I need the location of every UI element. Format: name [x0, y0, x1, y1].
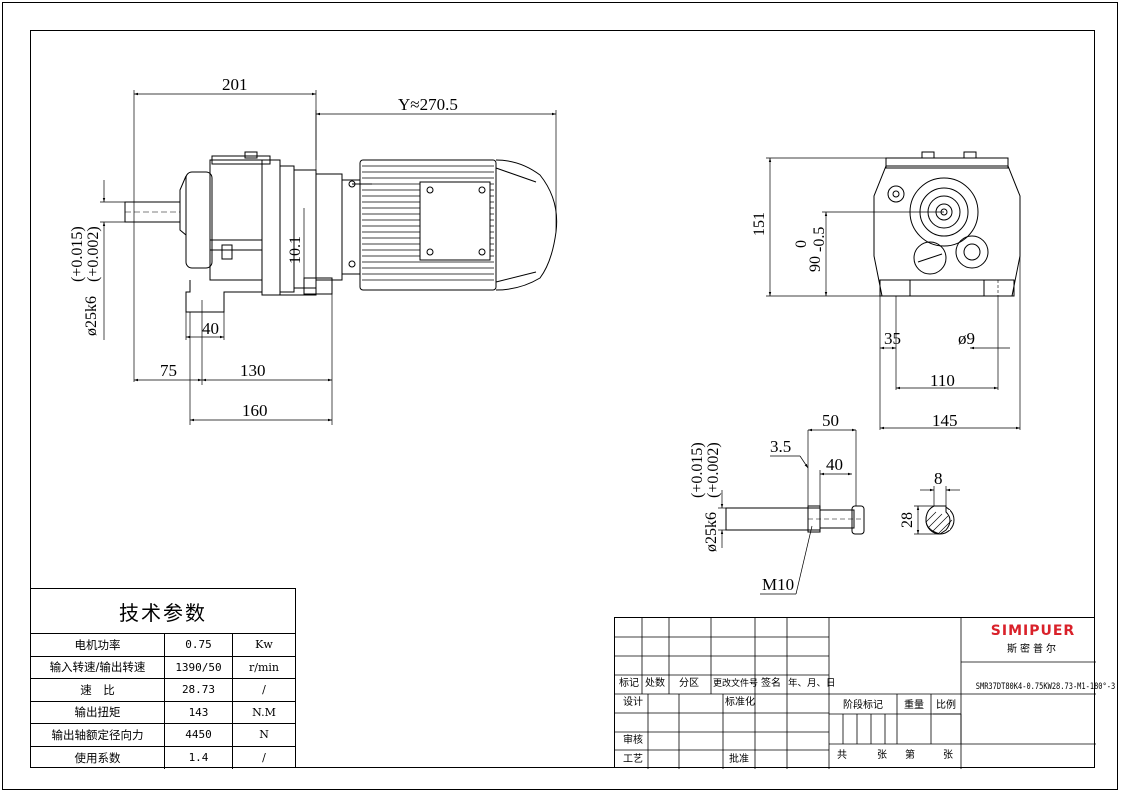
label-process: 工艺 [623, 754, 643, 765]
dim-foot-edge: 35 [884, 329, 901, 348]
label-scale: 比例 [936, 700, 956, 711]
drawing-frame [30, 30, 1095, 768]
param-unit: Kw [255, 638, 273, 652]
dim-shaft-tol-upper: (+0.015) [69, 226, 86, 282]
param-name: 输入转速/输出转速 [31, 656, 165, 678]
label-approve: 批准 [729, 754, 749, 765]
param-name: 使用系数 [31, 746, 165, 769]
param-name: 速 比 [31, 679, 165, 701]
param-value: 4450 [165, 724, 233, 746]
rev-header-mark: 标记 [619, 678, 639, 689]
dim-thread: M10 [762, 575, 794, 594]
title-block: 标记 处数 分区 更改文件号 签名 年、月、日 设计 标准化 审核 工艺 批准 … [614, 617, 1116, 769]
param-unit: / [262, 751, 266, 765]
tech-parameter-table: 技术参数 电机功率 0.75 Kw 输入转速/输出转速 1390/50 r/mi… [30, 588, 296, 769]
dim-center-height-tol-lower: -0.5 [811, 227, 828, 252]
dim-shaft-tol-lower: (+0.002) [85, 226, 102, 282]
label-review: 审核 [623, 735, 643, 746]
dim-overall-length: 201 [222, 75, 248, 94]
brand-name: SIMIPUER [990, 623, 1076, 639]
dim-base-left: 75 [160, 361, 177, 380]
title-block-grid [615, 618, 1096, 769]
dim-key-length: 40 [826, 455, 843, 474]
dim-foot-width: 145 [932, 411, 958, 430]
table-row: 输入转速/输出转速 1390/50 r/min [31, 656, 295, 679]
label-weight: 重量 [904, 700, 924, 711]
detail-shaft-tol-upper: (+0.015) [689, 442, 706, 498]
rev-header-sign: 签名 [761, 678, 781, 689]
param-unit: N [259, 728, 269, 742]
param-unit: / [262, 683, 266, 697]
detail-shaft-diameter: ø25k6 [703, 512, 720, 552]
side-view [766, 151, 1021, 430]
param-unit: N.M [252, 705, 276, 719]
dim-base-step: 40 [202, 319, 219, 338]
brand-name-cn: 斯密普尔 [1007, 644, 1059, 655]
dim-motor-length: Y≈270.5 [398, 95, 458, 114]
table-row: 速 比 28.73 / [31, 679, 295, 702]
dim-center-height-tol-upper: 0 [793, 240, 810, 248]
shaft-detail-labels: 50 3.5 40 M10 ø25k6 (+0.015) (+0.002) 8 … [689, 411, 943, 594]
label-sheet: 张 [943, 750, 953, 761]
param-value: 28.73 [165, 679, 233, 701]
param-name: 输出扭矩 [31, 701, 165, 723]
tech-table-title: 技术参数 [31, 589, 295, 634]
param-unit: r/min [249, 660, 279, 674]
param-value: 143 [165, 701, 233, 723]
label-standardize: 标准化 [725, 697, 755, 708]
dim-height: 151 [751, 212, 768, 236]
table-row: 输出轴额定径向力 4450 N [31, 724, 295, 747]
dim-base-center: 130 [240, 361, 266, 380]
param-value: 0.75 [165, 634, 233, 656]
shaft-detail-view [718, 428, 960, 595]
model-number: SMR37DT80K4-0.75KW28.73-M1-180°-3 [975, 682, 1116, 692]
table-row: 使用系数 1.4 / [31, 746, 295, 769]
label-no: 第 [905, 750, 915, 761]
rev-header-doc: 更改文件号 [713, 679, 759, 689]
param-name: 电机功率 [31, 634, 165, 656]
label-stage-mark: 阶段标记 [843, 700, 883, 711]
table-row: 电机功率 0.75 Kw [31, 634, 295, 657]
label-design: 设计 [623, 697, 643, 708]
dim-shaft-length: 50 [822, 411, 839, 430]
dim-key-width: 8 [934, 469, 943, 488]
dim-hole-dia: ø9 [958, 329, 975, 348]
dim-shaft-diameter: ø25k6 [83, 296, 100, 336]
rev-header-date: 年、月、日 [788, 678, 836, 689]
param-value: 1.4 [165, 746, 233, 769]
dim-base-width: 160 [242, 401, 268, 420]
dim-foot-spacing: 110 [930, 371, 955, 390]
dim-flange-offset: 10.1 [287, 236, 304, 264]
dim-center-height: 90 [807, 256, 824, 272]
company-logo: SIMIPUER 斯密普尔 [973, 623, 1093, 655]
rev-header-zone: 分区 [679, 678, 699, 689]
dim-key-height: 28 [899, 512, 916, 528]
param-value: 1390/50 [165, 656, 233, 678]
label-sheets: 张 [877, 750, 887, 761]
dim-shaft-shoulder: 3.5 [770, 437, 791, 456]
rev-header-count: 处数 [645, 678, 665, 689]
table-row: 输出扭矩 143 N.M [31, 701, 295, 724]
param-name: 输出轴额定径向力 [31, 724, 165, 746]
label-total: 共 [837, 750, 847, 761]
detail-shaft-tol-lower: (+0.002) [705, 442, 722, 498]
front-view [100, 90, 558, 425]
side-view-dimension-labels: 151 90 0 -0.5 35 ø9 110 145 [751, 212, 975, 430]
front-view-dimension-labels: 201 Y≈270.5 ø25k6 (+0.015) (+0.002) 10.1… [69, 75, 458, 420]
